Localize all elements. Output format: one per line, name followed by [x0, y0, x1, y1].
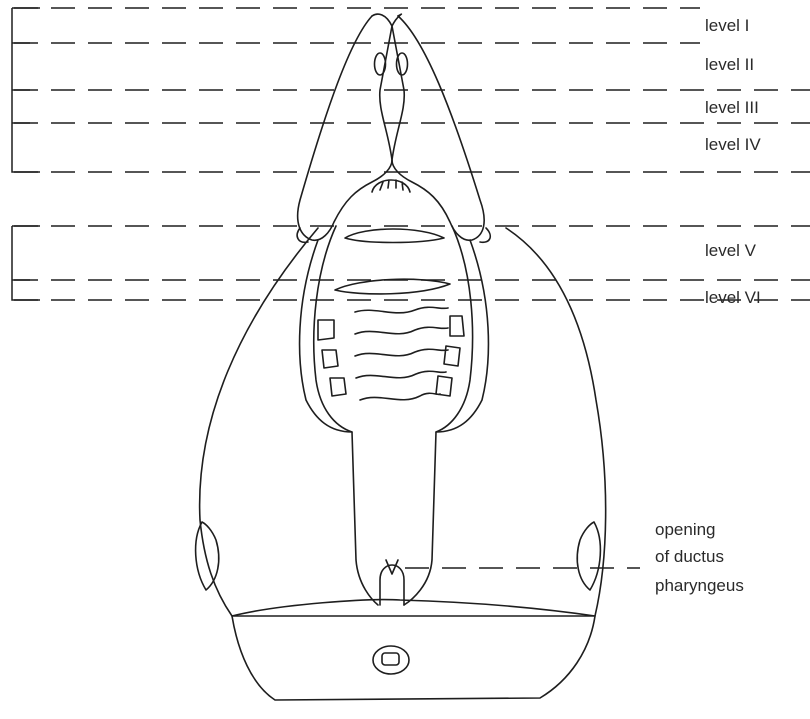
side-structure-right	[577, 522, 600, 590]
snout-right	[392, 16, 484, 240]
nostril-right	[397, 53, 408, 75]
pharynx-right-wall	[404, 226, 473, 605]
cleft-wave-5	[360, 393, 440, 400]
tab-left	[297, 228, 308, 242]
snout-left	[298, 16, 392, 240]
hypophysis-fan	[372, 180, 410, 192]
label-opening-line2: of ductus	[655, 547, 724, 567]
pouch-left-3	[330, 378, 346, 396]
pouch-left-1	[318, 320, 334, 340]
nostril-left	[375, 53, 386, 75]
pharynx-left-wall	[314, 226, 378, 605]
ductus-opening	[386, 560, 398, 574]
label-level-4: level IV	[705, 135, 761, 155]
label-level-6: level VI	[705, 288, 761, 308]
cleft-wave-4	[356, 371, 446, 378]
pouch-right-1	[450, 316, 464, 336]
label-opening-line1: opening	[655, 520, 716, 540]
notochord-core	[382, 653, 399, 665]
cleft-wave-3	[355, 349, 448, 356]
snout-inner	[380, 26, 405, 160]
pouch-right-2	[444, 346, 460, 366]
label-opening-line3: pharyngeus	[655, 576, 744, 596]
tab-right	[480, 228, 490, 242]
pouch-left-2	[322, 350, 338, 368]
cleft-1	[345, 229, 444, 243]
label-level-3: level III	[705, 98, 759, 118]
cleft-wave-1	[355, 307, 448, 313]
side-structure-left	[196, 522, 219, 590]
head-outline	[200, 228, 606, 616]
snout-cap	[372, 14, 401, 26]
cleft-2	[335, 279, 450, 294]
cleft-wave-2	[355, 327, 448, 334]
label-level-1: level I	[705, 16, 749, 36]
pouch-right-3	[436, 376, 452, 396]
base-section	[232, 600, 595, 700]
label-level-5: level V	[705, 241, 756, 261]
label-level-2: level II	[705, 55, 754, 75]
pharynx-outer-left	[300, 240, 352, 432]
notochord-ring	[373, 646, 409, 674]
bracket-levels-5-6	[12, 226, 40, 300]
